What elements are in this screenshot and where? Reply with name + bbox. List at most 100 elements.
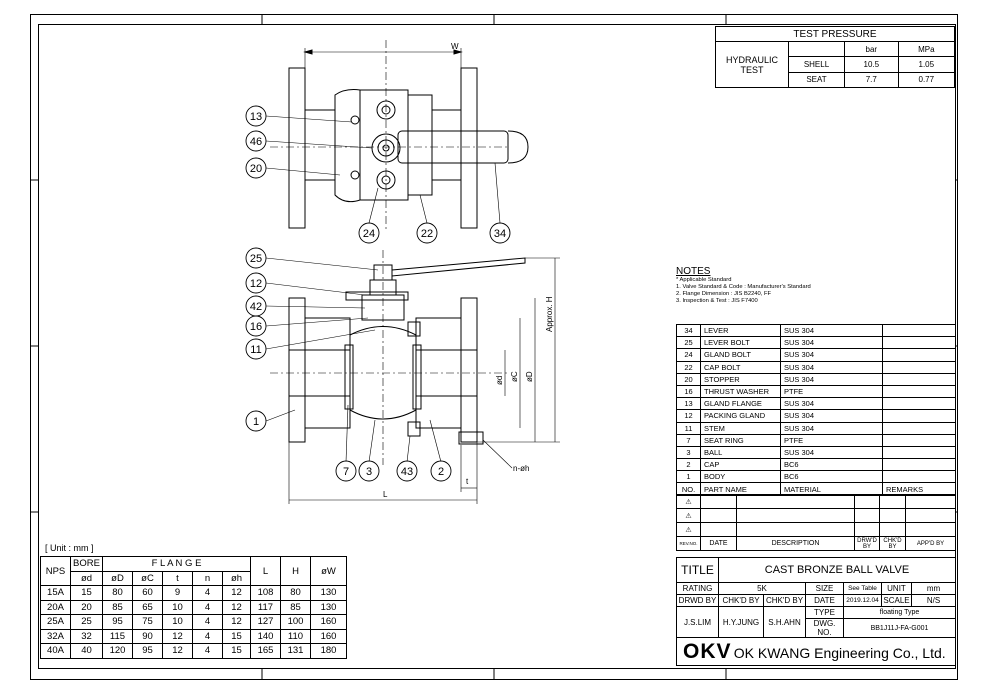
dim-cell: 10 xyxy=(162,614,193,630)
size-label: SIZE xyxy=(805,582,844,595)
rev-mark-icon: ⚠ xyxy=(676,494,701,509)
part-name: LEVER xyxy=(700,323,781,338)
part-no: 34 xyxy=(676,323,701,338)
part-name: CAP xyxy=(700,458,781,472)
company-logo: OKV xyxy=(683,639,732,663)
notes-line: 3. Inspection & Test : JIS F7400 xyxy=(676,298,758,304)
part-no: 1 xyxy=(676,470,701,484)
dim-cell: 100 xyxy=(280,614,311,630)
hdr-n: n xyxy=(192,570,223,586)
dim-cell: 4 xyxy=(192,585,223,601)
hdr-nps: NPS xyxy=(40,556,71,586)
dim-c: øC xyxy=(510,371,519,382)
top-flange-left xyxy=(288,67,306,229)
dwg-value: BB1J11J-FA-G001 xyxy=(843,618,956,638)
unit-value: mm xyxy=(911,582,956,595)
part-name: STOPPER xyxy=(700,372,781,386)
lever-front xyxy=(391,257,526,277)
part-material: SUS 304 xyxy=(780,409,883,423)
part-remarks xyxy=(882,470,956,484)
hdr-bore: BORE xyxy=(70,556,103,572)
part-no: 22 xyxy=(676,360,701,374)
drwd-value: J.S.LIM xyxy=(676,606,719,638)
front-callout-4: 11 xyxy=(250,344,261,356)
part-no: 7 xyxy=(676,433,701,447)
dim-cell: 160 xyxy=(310,628,347,644)
dim-cell: 20A xyxy=(40,599,71,615)
part-remarks xyxy=(882,336,956,350)
part-no: 12 xyxy=(676,409,701,423)
part-remarks xyxy=(882,458,956,472)
rev-mark-icon: ⚠ xyxy=(676,522,701,537)
notes-section: NOTES * Applicable Standard 1. Valve Sta… xyxy=(676,266,956,305)
dim-cell: 108 xyxy=(250,585,281,601)
dim-d: ød xyxy=(495,376,504,385)
part-remarks xyxy=(882,372,956,386)
part-remarks xyxy=(882,445,956,460)
notes-line: 2. Flange Dimension : JIS B2240, FF xyxy=(676,291,772,297)
dim-l: L xyxy=(383,490,388,499)
dim-cell: 115 xyxy=(102,628,133,644)
dim-cell: 110 xyxy=(280,628,311,644)
dim-cell: 65 xyxy=(132,599,163,615)
part-material: BC6 xyxy=(780,458,883,472)
notes-title: NOTES xyxy=(676,266,711,277)
part-no: 24 xyxy=(676,348,701,362)
seat-mpa: 0.77 xyxy=(897,71,956,89)
test-pressure-table: TEST PRESSURE HYDRAULIC TEST bar MPa SHE… xyxy=(715,26,956,89)
rev-desc-header: DESCRIPTION xyxy=(736,536,855,551)
type-value: floating Type xyxy=(843,606,956,619)
part-material: BC6 xyxy=(780,470,883,484)
part-no: 2 xyxy=(676,458,701,472)
dim-cell: 130 xyxy=(310,585,347,601)
chkd2-label: CHK'D BY xyxy=(763,594,806,607)
part-remarks xyxy=(882,421,956,435)
top-callout-5: 34 xyxy=(494,228,506,240)
shell-mpa: 1.05 xyxy=(897,56,956,73)
front-callout-9: 2 xyxy=(438,466,444,478)
dim-cell: 12 xyxy=(222,585,251,601)
unit-note: [ Unit : mm ] xyxy=(45,543,94,553)
part-no: 25 xyxy=(676,336,701,350)
part-material: SUS 304 xyxy=(780,372,883,386)
dim-cell: 140 xyxy=(250,628,281,644)
dim-cell: 165 xyxy=(250,643,281,659)
part-name: THRUST WASHER xyxy=(700,384,781,399)
part-name: GLAND BOLT xyxy=(700,348,781,362)
dim-cell: 12 xyxy=(222,614,251,630)
part-material: PTFE xyxy=(780,433,883,447)
chkd-label: CHK'D BY xyxy=(718,594,764,607)
rev-no-header: REV.NO. xyxy=(676,536,701,551)
dim-cell: 95 xyxy=(132,643,163,659)
part-material: SUS 304 xyxy=(780,348,883,362)
seat-bar: 7.7 xyxy=(844,71,899,89)
top-flange-right xyxy=(460,67,478,229)
dim-cell: 85 xyxy=(280,599,311,615)
dwg-label: DWG. NO. xyxy=(805,618,844,638)
dim-cell: 127 xyxy=(250,614,281,630)
chkd2-value: S.H.AHN xyxy=(763,606,806,638)
rev-appd-header: APP'D BY xyxy=(905,536,956,551)
rev-mark-icon: ⚠ xyxy=(676,508,701,523)
hdr-w: øW xyxy=(310,556,347,586)
unit-mpa: MPa xyxy=(897,40,956,58)
notes-line: * Applicable Standard xyxy=(676,277,732,283)
dim-cell: 12 xyxy=(162,628,193,644)
front-callout-5: 1 xyxy=(253,416,259,428)
hdr-oh: øh xyxy=(222,570,251,586)
unit-bar: bar xyxy=(844,40,899,58)
hdr-l: L xyxy=(250,556,281,586)
top-callout-3: 24 xyxy=(363,228,375,240)
scale-label: SCALE xyxy=(881,594,912,607)
hdr-h: H xyxy=(280,556,311,586)
dim-cell: 15A xyxy=(40,585,71,601)
